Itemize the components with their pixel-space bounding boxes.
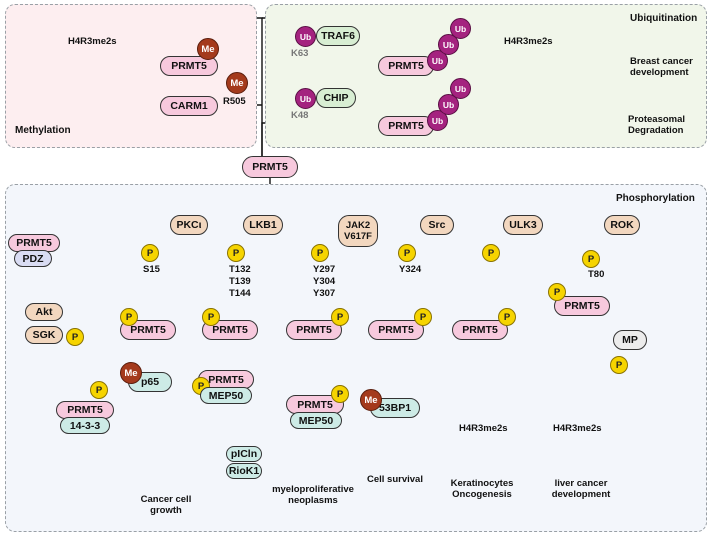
- chip: CHIP: [316, 88, 356, 108]
- ubiquitination-title: Ubiquitination: [630, 13, 698, 24]
- ub-chain-1: Ub: [427, 50, 448, 71]
- lkb1: LKB1: [243, 215, 283, 235]
- myelo-label: myeloproliferative neoplasms: [272, 484, 354, 506]
- prmt5-1433-prmt5: PRMT5: [56, 401, 114, 419]
- t132-site: T132: [229, 264, 251, 275]
- jak2-prmt5-p-badge: P: [331, 308, 349, 326]
- carm1: CARM1: [160, 96, 218, 116]
- riok1: RioK1: [226, 463, 262, 479]
- methyl-h4r3-label: H4R3me2s: [68, 36, 117, 47]
- bp53-me-badge: Me: [360, 389, 382, 411]
- s15-site: S15: [143, 264, 160, 275]
- bp53: 53BP1: [370, 398, 420, 418]
- traf6: TRAF6: [316, 26, 360, 46]
- ulk3-p-badge: P: [482, 244, 500, 262]
- liver-label: liver cancer development: [551, 478, 611, 500]
- sgk-p-badge: P: [66, 328, 84, 346]
- methyl-prmt5: PRMT5: [160, 56, 218, 76]
- src: Src: [420, 215, 454, 235]
- akt: Akt: [25, 303, 63, 321]
- kera-label: Keratinocytes Oncogenesis: [450, 478, 514, 500]
- ubiq-prmt5-top: PRMT5: [378, 56, 434, 76]
- t139-site: T139: [229, 276, 251, 287]
- pkc: PKCι: [170, 215, 208, 235]
- breast-cancer-label: Breast cancer development: [630, 56, 693, 78]
- lkb1-prmt5-p-badge: P: [202, 308, 220, 326]
- y307-site: Y307: [313, 288, 336, 299]
- lkb1-p-badge: P: [227, 244, 245, 262]
- lkb1-prmt5: PRMT5: [202, 320, 258, 340]
- src-prmt5-p-badge: P: [414, 308, 432, 326]
- p1433: 14-3-3: [60, 417, 110, 434]
- ulk3-prmt5-p-badge: P: [498, 308, 516, 326]
- s15-p-badge: P: [141, 244, 159, 262]
- ubiq-h4r3-label: H4R3me2s: [504, 36, 553, 47]
- traf6-ub-badge: Ub: [295, 26, 316, 47]
- cancer-growth-label: Cancer cell growth: [140, 494, 192, 516]
- rok-p-badge: P: [582, 250, 600, 268]
- central-prmt5: PRMT5: [242, 156, 298, 178]
- ub-chain-2: Ub: [438, 34, 459, 55]
- rok-h4r3-label: H4R3me2s: [553, 423, 602, 434]
- pdz: PDZ: [14, 250, 52, 267]
- t80-site: T80: [588, 269, 605, 280]
- k63-label: K63: [291, 48, 309, 59]
- free-p-badge: P: [610, 356, 628, 374]
- mp: MP: [613, 330, 647, 350]
- prmt5-pdz-prmt5: PRMT5: [8, 234, 60, 252]
- carm1-me-badge: Me: [226, 72, 248, 94]
- r505-site: R505: [223, 96, 246, 107]
- chip-ub-badge: Ub: [295, 88, 316, 109]
- p1433-p-badge: P: [90, 381, 108, 399]
- jak2-prmt5-complex: PRMT5: [286, 395, 344, 414]
- jak2: JAK2 V617F: [338, 215, 378, 247]
- t144-site: T144: [229, 288, 251, 299]
- k48-label: K48: [291, 110, 309, 121]
- src-p-badge: P: [398, 244, 416, 262]
- proteasomal-label: Proteasomal Degradation: [628, 114, 686, 136]
- sgk: SGK: [25, 326, 63, 344]
- p65-me-badge: Me: [120, 362, 142, 384]
- ub-chain-6: Ub: [450, 78, 471, 99]
- phosphorylation-title: Phosphorylation: [616, 193, 695, 204]
- y304-site: Y304: [313, 276, 336, 287]
- survival-label: Cell survival: [367, 474, 423, 485]
- ubiq-prmt5-bottom: PRMT5: [378, 116, 434, 136]
- ulk3-h4r3-label: H4R3me2s: [459, 423, 508, 434]
- picln: pICln: [226, 446, 262, 462]
- rok: ROK: [604, 215, 640, 235]
- mep50-jak2: MEP50: [290, 412, 342, 429]
- jak2-complex-p-badge: P: [331, 385, 349, 403]
- ub-chain-3: Ub: [450, 18, 471, 39]
- methylation-panel: [5, 4, 257, 148]
- jak2-prmt5: PRMT5: [286, 320, 342, 340]
- src-prmt5: PRMT5: [368, 320, 424, 340]
- ulk3-prmt5: PRMT5: [452, 320, 508, 340]
- methyl-me-badge: Me: [197, 38, 219, 60]
- y324-site: Y324: [399, 264, 422, 275]
- ub-chain-4: Ub: [427, 110, 448, 131]
- methylation-title: Methylation: [15, 125, 71, 136]
- pkc-prmt5: PRMT5: [120, 320, 176, 340]
- rok-prmt5: PRMT5: [554, 296, 610, 316]
- ub-chain-5: Ub: [438, 94, 459, 115]
- pkc-prmt5-p-badge: P: [120, 308, 138, 326]
- jak2-p-badge: P: [311, 244, 329, 262]
- mep50-lkb1: MEP50: [200, 387, 252, 404]
- y297-site: Y297: [313, 264, 336, 275]
- rok-prmt5-p-badge: P: [548, 283, 566, 301]
- ulk3: ULK3: [503, 215, 543, 235]
